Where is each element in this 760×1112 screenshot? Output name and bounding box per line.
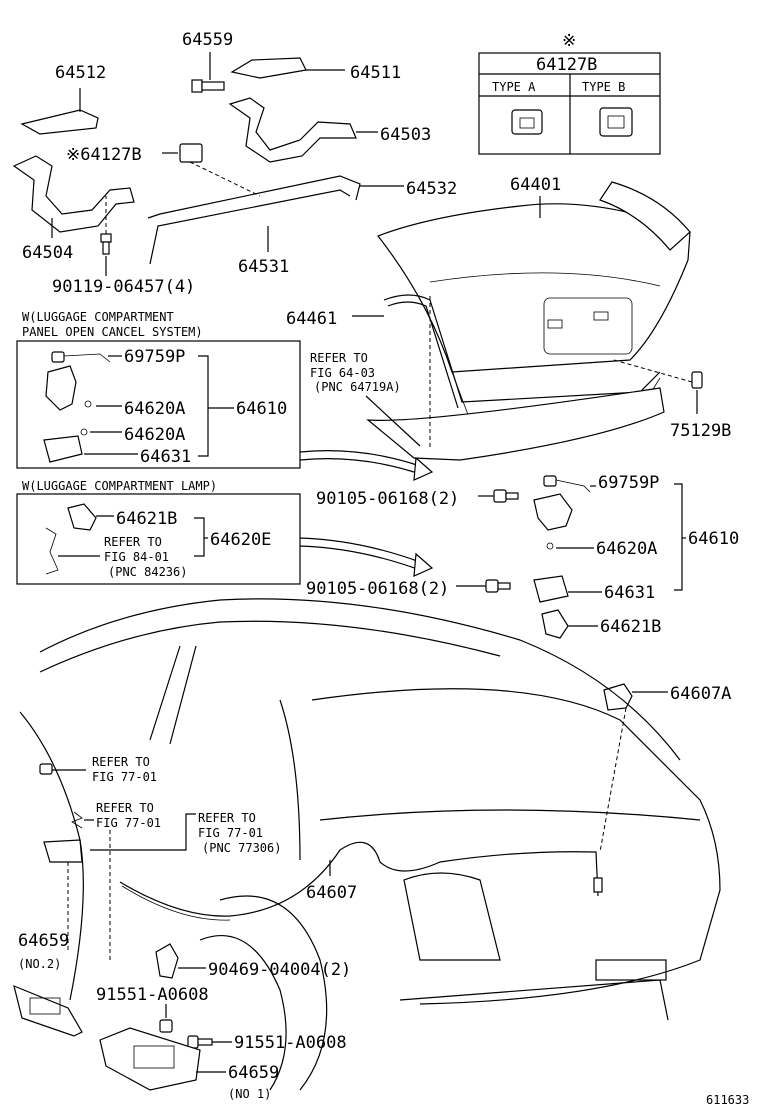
box2-title: W(LUGGAGE COMPARTMENT LAMP) bbox=[22, 479, 217, 493]
label-right-64610: 64610 bbox=[688, 529, 739, 549]
release-cable-64607 bbox=[119, 841, 599, 917]
clip-64127b bbox=[179, 143, 203, 163]
clip-type-b-icon bbox=[599, 107, 633, 137]
box1-title-line2: PANEL OPEN CANCEL SYSTEM) bbox=[22, 325, 203, 339]
label-91551-b: 91551-A0608 bbox=[234, 1033, 347, 1053]
label-box1-69759p: 69759P bbox=[124, 347, 185, 367]
label-64607: 64607 bbox=[306, 883, 357, 903]
label-box1-64620a-1: 64620A bbox=[124, 399, 185, 419]
box2-refer1: REFER TO bbox=[104, 535, 162, 549]
bolt-90105-b bbox=[485, 579, 511, 593]
label-box2-64621b: 64621B bbox=[116, 509, 177, 529]
label-90105-b: 90105-06168(2) bbox=[306, 579, 449, 599]
weatherstrip-64461 bbox=[383, 294, 661, 403]
label-64532: 64532 bbox=[406, 179, 457, 199]
refer-77-01-c-line3: (PNC 77306) bbox=[202, 841, 281, 855]
arrow-box1-to-latch bbox=[299, 450, 421, 467]
lid-lower-panel bbox=[366, 387, 665, 461]
label-90119: 90119-06457(4) bbox=[52, 277, 195, 297]
car-body-outline bbox=[19, 598, 721, 1091]
bolt-64559 bbox=[191, 79, 225, 93]
cover-64659-no1 bbox=[99, 1027, 201, 1091]
refer-77-01-a-line2: FIG 77-01 bbox=[92, 770, 157, 784]
hinge-arm-64504 bbox=[12, 155, 135, 233]
clip-type-a-icon bbox=[511, 109, 543, 135]
release-lever-icon bbox=[43, 839, 83, 863]
label-64659-no1-note: (NO 1) bbox=[228, 1087, 271, 1101]
label-91551-a: 91551-A0608 bbox=[96, 985, 209, 1005]
license-plate-recess bbox=[543, 297, 633, 355]
luggage-lamp-box: 64621B REFER TO FIG 84-01 (PNC 84236) 64… bbox=[16, 493, 301, 585]
label-box1-64631: 64631 bbox=[140, 447, 191, 467]
bolt-91551-b bbox=[187, 1035, 213, 1049]
hinge-arm-64503 bbox=[228, 97, 357, 163]
label-64511: 64511 bbox=[350, 63, 401, 83]
label-64401: 64401 bbox=[510, 175, 561, 195]
label-64512: 64512 bbox=[55, 63, 106, 83]
label-right-64631: 64631 bbox=[604, 583, 655, 603]
label-64503: 64503 bbox=[380, 125, 431, 145]
box2-refer3: (PNC 84236) bbox=[108, 565, 187, 579]
refer-77-01-c-line2: FIG 77-01 bbox=[198, 826, 263, 840]
label-right-64621b: 64621B bbox=[600, 617, 661, 637]
box2-refer2: FIG 84-01 bbox=[104, 550, 169, 564]
inset-64127b: ※ 64127B TYPE A TYPE B bbox=[478, 31, 661, 155]
label-90469: 90469-04004(2) bbox=[208, 960, 351, 980]
arrow-box2-to-latch bbox=[299, 537, 421, 563]
label-64559: 64559 bbox=[182, 30, 233, 50]
label-right-69759p: 69759P bbox=[598, 473, 659, 493]
latch-base-icon bbox=[43, 435, 83, 463]
bolt-90119 bbox=[100, 233, 112, 255]
label-90105-a: 90105-06168(2) bbox=[316, 489, 459, 509]
label-64531: 64531 bbox=[238, 257, 289, 277]
cable-end-64607a bbox=[603, 683, 633, 711]
note-mark: ※ bbox=[562, 31, 576, 51]
inset-title: 64127B bbox=[536, 55, 597, 75]
label-75129b: 75129B bbox=[670, 421, 731, 441]
refer-64-03-line1: REFER TO bbox=[310, 351, 368, 365]
luggage-panel-cancel-box: 69759P 64620A 64620A 64631 64610 bbox=[16, 340, 301, 469]
hinge-plate-64512 bbox=[20, 109, 99, 135]
refer-77-01-b-line1: REFER TO bbox=[96, 801, 154, 815]
refer-64-03-line2: FIG 64-03 bbox=[310, 366, 375, 380]
switch-64621b-icon bbox=[67, 503, 97, 531]
latch-base-64631 bbox=[533, 575, 569, 603]
label-64461: 64461 bbox=[286, 309, 337, 329]
label-64659-no1: 64659 bbox=[228, 1063, 279, 1083]
plug-75129b bbox=[691, 371, 703, 389]
refer-77-01-b-line2: FIG 77-01 bbox=[96, 816, 161, 830]
grommet-icon bbox=[39, 763, 53, 775]
label-64659-no2: 64659 bbox=[18, 931, 69, 951]
box1-title-line1: W(LUGGAGE COMPARTMENT bbox=[22, 310, 174, 324]
label-box1-64610: 64610 bbox=[236, 399, 287, 419]
refer-64-03-line3: (PNC 64719A) bbox=[314, 380, 401, 394]
hinge-plate-64511 bbox=[230, 57, 307, 79]
torsion-bar-64532 bbox=[147, 175, 361, 219]
figure-number: 611633 bbox=[706, 1093, 749, 1107]
torsion-bar-64531 bbox=[149, 189, 351, 265]
label-box2-64620e: 64620E bbox=[210, 530, 271, 550]
trunk-lid-64401 bbox=[377, 181, 691, 421]
lock-assembly-icon bbox=[45, 365, 77, 411]
switch-64621b bbox=[541, 609, 569, 639]
inset-type-a: TYPE A bbox=[492, 80, 536, 94]
cover-64659-no2 bbox=[13, 984, 83, 1037]
inset-type-b: TYPE B bbox=[582, 80, 625, 94]
clip-90469 bbox=[155, 943, 179, 979]
refer-77-01-a-line1: REFER TO bbox=[92, 755, 150, 769]
refer-77-01-c-line1: REFER TO bbox=[198, 811, 256, 825]
label-box1-64620a-2: 64620A bbox=[124, 425, 185, 445]
bolt-90105-a bbox=[493, 489, 519, 503]
latch-assembly-64610 bbox=[533, 475, 591, 550]
bolt-91551-a bbox=[159, 1019, 173, 1033]
label-64127b: ※64127B bbox=[66, 145, 142, 165]
label-64607a: 64607A bbox=[670, 684, 731, 704]
label-64659-no2-note: (NO.2) bbox=[18, 957, 61, 971]
label-right-64620a: 64620A bbox=[596, 539, 657, 559]
label-64504: 64504 bbox=[22, 243, 73, 263]
